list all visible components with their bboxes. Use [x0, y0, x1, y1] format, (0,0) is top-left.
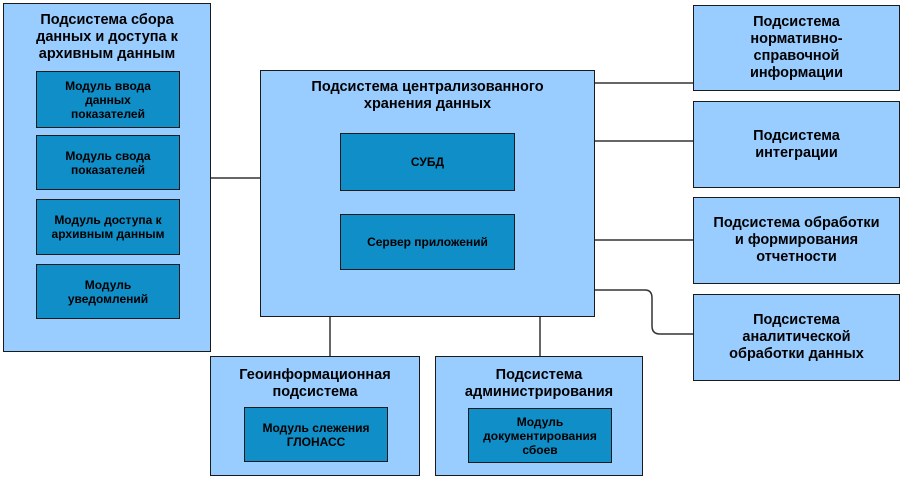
connector-central-analytics — [594, 289, 694, 335]
reference-info-subsystem: Подсистема нормативно- справочной информ… — [693, 5, 900, 91]
central-storage-subsystem: Подсистема централизованного хранения да… — [260, 70, 595, 317]
dbms-module: СУБД — [340, 133, 515, 191]
analytics-subsystem: Подсистема аналитической обработки данны… — [693, 294, 900, 381]
indicator-summary-module-label: Модуль свода показателей — [65, 148, 151, 177]
dbms-module-label: СУБД — [410, 155, 445, 169]
app-server-module: Сервер приложений — [340, 214, 515, 270]
integration-subsystem: Подсистема интеграции — [693, 101, 900, 188]
notification-module: Модуль уведомлений — [36, 264, 180, 319]
archive-access-module: Модуль доступа к архивным данным — [36, 199, 180, 255]
geo-subsystem-title: Геоинформационная подсистема — [239, 367, 391, 400]
central-storage-subsystem-title: Подсистема централизованного хранения да… — [311, 79, 544, 112]
app-server-module-label: Сервер приложений — [367, 235, 488, 249]
reference-info-subsystem-label: Подсистема нормативно- справочной информ… — [749, 14, 844, 81]
admin-subsystem: Подсистема администрирования Модуль доку… — [435, 356, 643, 476]
analytics-subsystem-label: Подсистема аналитической обработки данны… — [729, 312, 864, 362]
archive-access-module-label: Модуль доступа к архивным данным — [51, 213, 165, 241]
glonass-module-label: Модуль слежения ГЛОНАСС — [262, 420, 370, 449]
admin-subsystem-title: Подсистема администрирования — [464, 367, 614, 400]
failure-documentation-module: Модуль документирования сбоев — [468, 408, 612, 463]
data-input-module-label: Модуль ввода данных показателей — [65, 78, 151, 121]
reporting-subsystem: Подсистема обработки и формирования отче… — [693, 197, 900, 284]
data-collection-subsystem: Подсистема сбора данных и доступа к архи… — [3, 3, 211, 352]
geo-subsystem: Геоинформационная подсистема Модуль слеж… — [210, 356, 420, 476]
data-input-module: Модуль ввода данных показателей — [36, 71, 180, 128]
indicator-summary-module: Модуль свода показателей — [36, 135, 180, 190]
notification-module-label: Модуль уведомлений — [67, 277, 149, 306]
data-collection-subsystem-title: Подсистема сбора данных и доступа к архи… — [36, 12, 178, 62]
reporting-subsystem-label: Подсистема обработки и формирования отче… — [713, 215, 880, 265]
failure-documentation-module-label: Модуль документирования сбоев — [483, 414, 597, 457]
integration-subsystem-label: Подсистема интеграции — [753, 127, 840, 161]
glonass-module: Модуль слежения ГЛОНАСС — [244, 407, 388, 462]
